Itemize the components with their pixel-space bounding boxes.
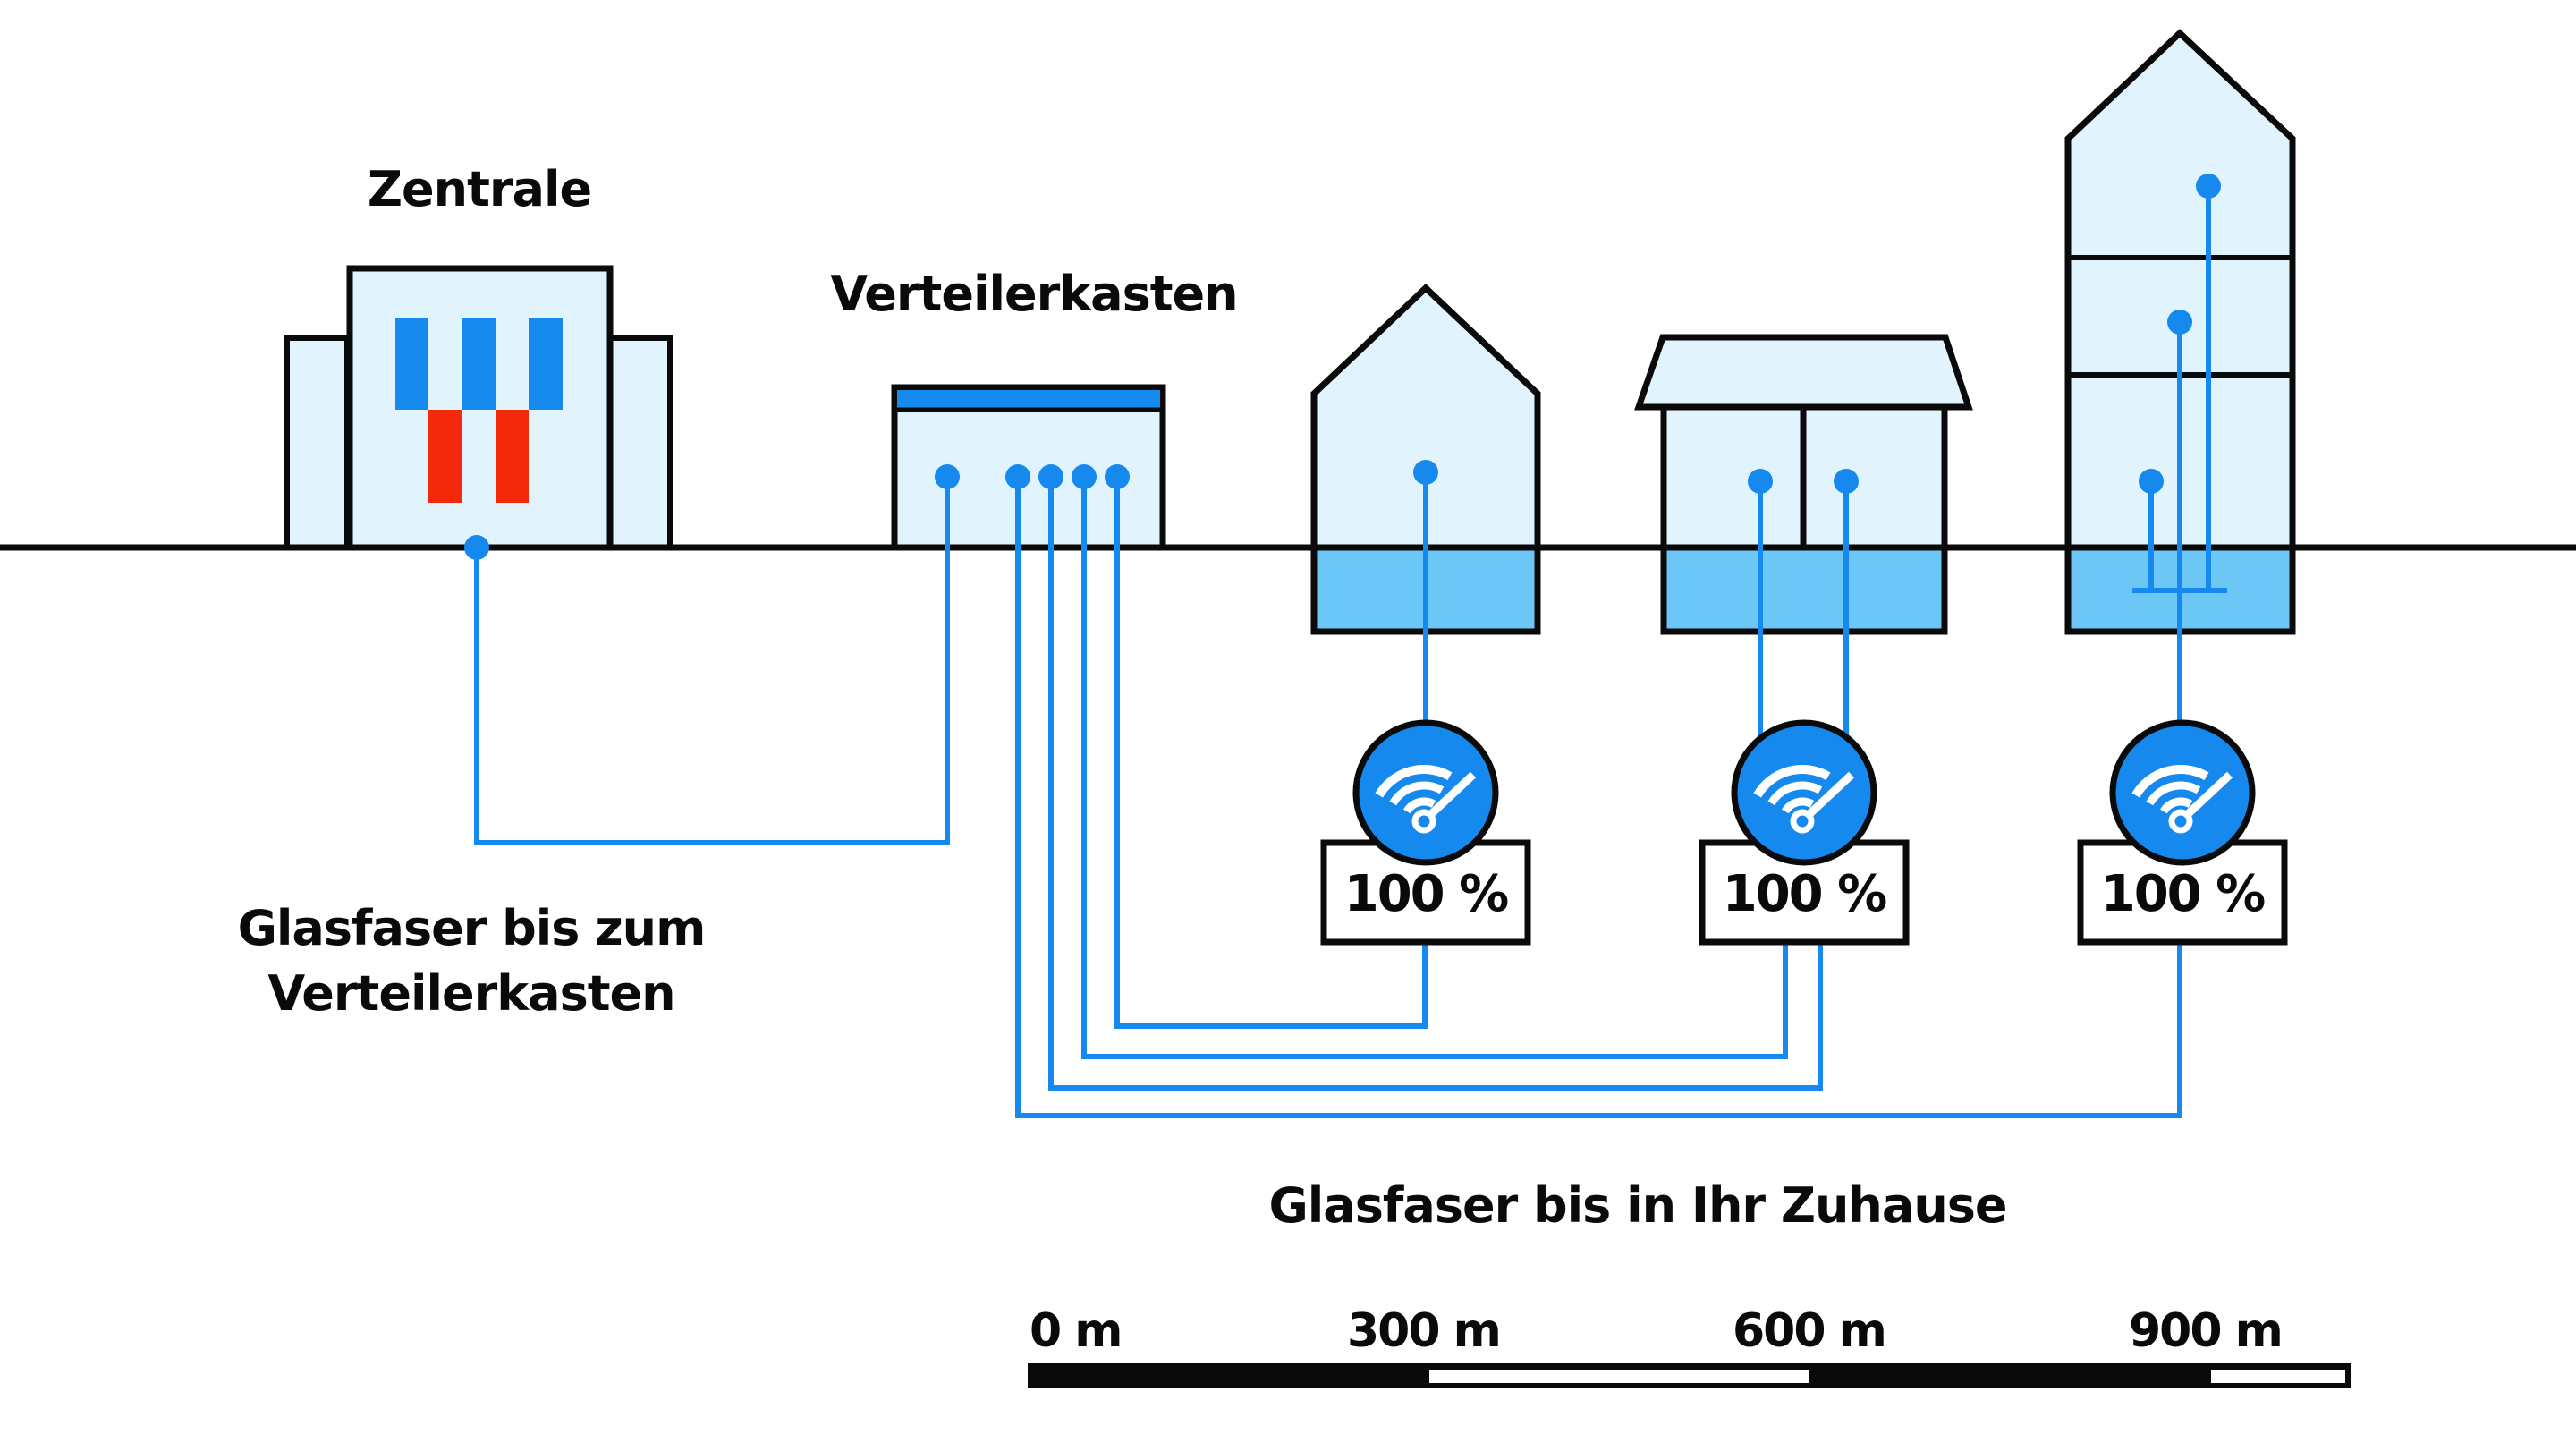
speed-badge-label: 100 % [2101, 865, 2265, 923]
endpoint-box-1 [935, 464, 960, 489]
router-circle [1352, 719, 1499, 866]
logo-bar-blue-1 [395, 318, 428, 410]
gauge-needle [1806, 771, 1855, 818]
gauge-hub [1411, 809, 1436, 834]
fttc-caption-line-2: Verteilerkasten [267, 965, 674, 1022]
endpoint-house-3-top [2196, 174, 2221, 199]
wifi-arc-1 [1403, 797, 1436, 814]
gauge-hub [2168, 809, 2193, 834]
endpoint-house-2b [1834, 469, 1859, 494]
central-office-left-wing [284, 335, 350, 550]
router-1: 100 % [1320, 719, 1531, 946]
distribution-box-label: Verteilerkasten [830, 266, 1237, 322]
gauge-needle [2184, 771, 2233, 818]
logo-bar-blue-3 [529, 318, 563, 410]
logo-bar-blue-2 [462, 318, 496, 410]
endpoint-house-3-low [2139, 469, 2164, 494]
logo-bar-red-2 [496, 410, 529, 503]
house-2-roof [1634, 334, 1973, 411]
fiber-box-to-house-2a [1081, 477, 1788, 1059]
wifi-arc-2 [1767, 781, 1823, 806]
scale-bar-segment-white-2 [2211, 1370, 2345, 1383]
wifi-arc-3 [1753, 765, 1831, 798]
wifi-arc-2 [2146, 781, 2201, 806]
endpoint-box-3 [1038, 464, 1063, 489]
endpoint-house-1 [1413, 460, 1438, 485]
speed-badge-label: 100 % [1723, 865, 1886, 923]
wifi-speed-icon [1375, 765, 1477, 834]
fiber-box-to-house-1 [1114, 477, 1428, 1029]
wifi-speed-icon [1753, 765, 1855, 834]
endpoint-box-2 [1005, 464, 1030, 489]
fiber-lines [474, 186, 2227, 1118]
endpoint-box-4 [1072, 464, 1097, 489]
fiber-box-to-house-3 [1015, 477, 2182, 1118]
house-semi-detached [1634, 334, 1973, 635]
central-office-building [284, 265, 673, 551]
central-office-label: Zentrale [368, 161, 591, 217]
router-2: 100 % [1699, 719, 1910, 946]
distribution-box-lid [897, 390, 1160, 408]
logo-bar-red-1 [428, 410, 462, 503]
scale-bar-segment-white-1 [1429, 1370, 1809, 1383]
speed-badge-label: 100 % [1344, 865, 1508, 923]
router-group: 100 % 100 % 100 % [1320, 719, 2288, 946]
fiber-central-to-box [474, 477, 950, 845]
wifi-arc-3 [2131, 765, 2209, 798]
gauge-needle [1428, 771, 1477, 818]
router-circle [2109, 719, 2256, 866]
wifi-arc-3 [1375, 765, 1453, 798]
house-2-basement [1666, 547, 1942, 629]
central-office-right-wing [607, 335, 673, 550]
fiber-box-to-house-2b [1048, 477, 1823, 1091]
scale-bar: 0 m 300 m 600 m 900 m [1028, 1304, 2351, 1388]
router-circle [1731, 719, 1877, 866]
endpoint-house-3-mid [2167, 310, 2192, 335]
wifi-speed-icon [2131, 765, 2233, 834]
scale-tick-600: 600 m [1733, 1304, 1885, 1358]
fttc-caption-line-1: Glasfaser bis zum [238, 900, 706, 956]
fiber-endpoints [464, 174, 2221, 560]
wifi-arc-2 [1389, 781, 1445, 806]
endpoint-box-5 [1105, 464, 1130, 489]
scale-tick-300: 300 m [1347, 1304, 1500, 1358]
scale-tick-0: 0 m [1030, 1304, 1121, 1358]
gauge-hub [1790, 809, 1815, 834]
house-1-outline [1310, 284, 1541, 635]
endpoint-central-office [464, 535, 489, 560]
scale-tick-900: 900 m [2129, 1304, 2282, 1358]
ftth-caption: Glasfaser bis in Ihr Zuhause [1268, 1177, 2006, 1234]
wifi-arc-1 [1782, 797, 1815, 814]
endpoint-house-2a [1748, 469, 1773, 494]
router-3: 100 % [2077, 719, 2288, 946]
wifi-arc-1 [2160, 797, 2193, 814]
